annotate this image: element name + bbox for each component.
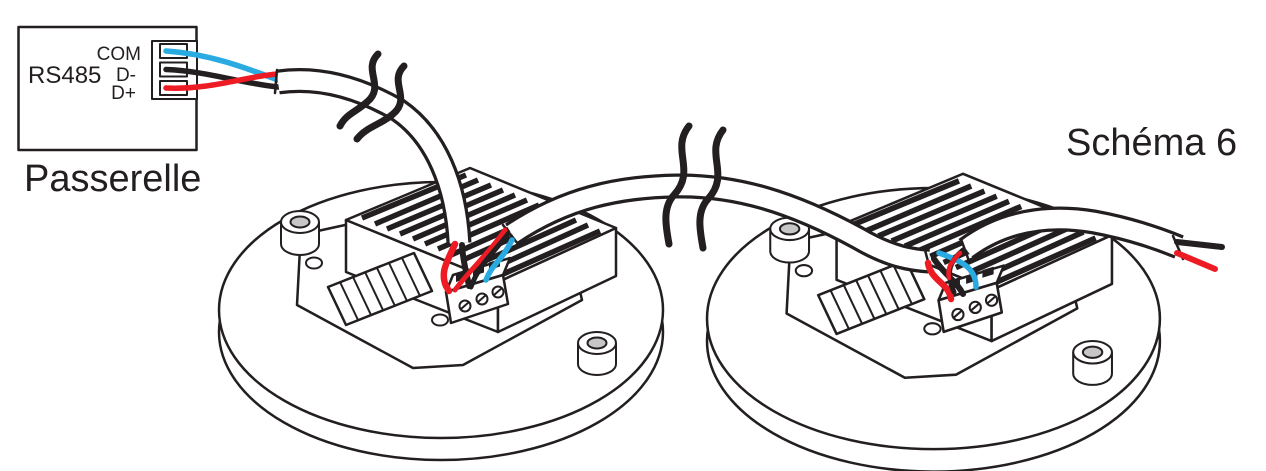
spare-wire-red <box>1174 250 1218 272</box>
terminal-label-d-minus: D- <box>116 65 136 86</box>
spare-wire-black <box>1174 239 1225 250</box>
detector-base-1 <box>219 168 663 460</box>
wire-black <box>459 242 472 289</box>
scheme-label: Schéma 6 <box>1066 122 1237 164</box>
terminal-label-com: COM <box>97 44 141 65</box>
wire-blue <box>936 250 979 290</box>
wire-d-plus-red <box>163 71 281 91</box>
gateway-label: Passerelle <box>24 158 201 200</box>
cable-break-icon <box>662 122 727 252</box>
wire-red <box>946 250 963 281</box>
wire-red <box>452 227 508 293</box>
wire-black <box>468 231 511 290</box>
gateway: RS485 COM D- D+ Passerelle <box>17 25 281 200</box>
wire-red <box>924 259 955 303</box>
base1-terminal-wires <box>440 227 515 295</box>
jacket-cut-end <box>273 68 279 95</box>
terminal-label-d-plus: D+ <box>111 83 136 104</box>
wire-red <box>440 240 459 295</box>
gateway-wires <box>163 48 281 91</box>
cable-base2-out <box>958 206 1225 272</box>
bus-label: RS485 <box>28 62 101 89</box>
wire-blue <box>483 237 515 283</box>
base2-terminal-wires <box>924 247 979 303</box>
wire-d-minus-black <box>163 66 281 90</box>
cable-break-icon <box>336 50 408 143</box>
